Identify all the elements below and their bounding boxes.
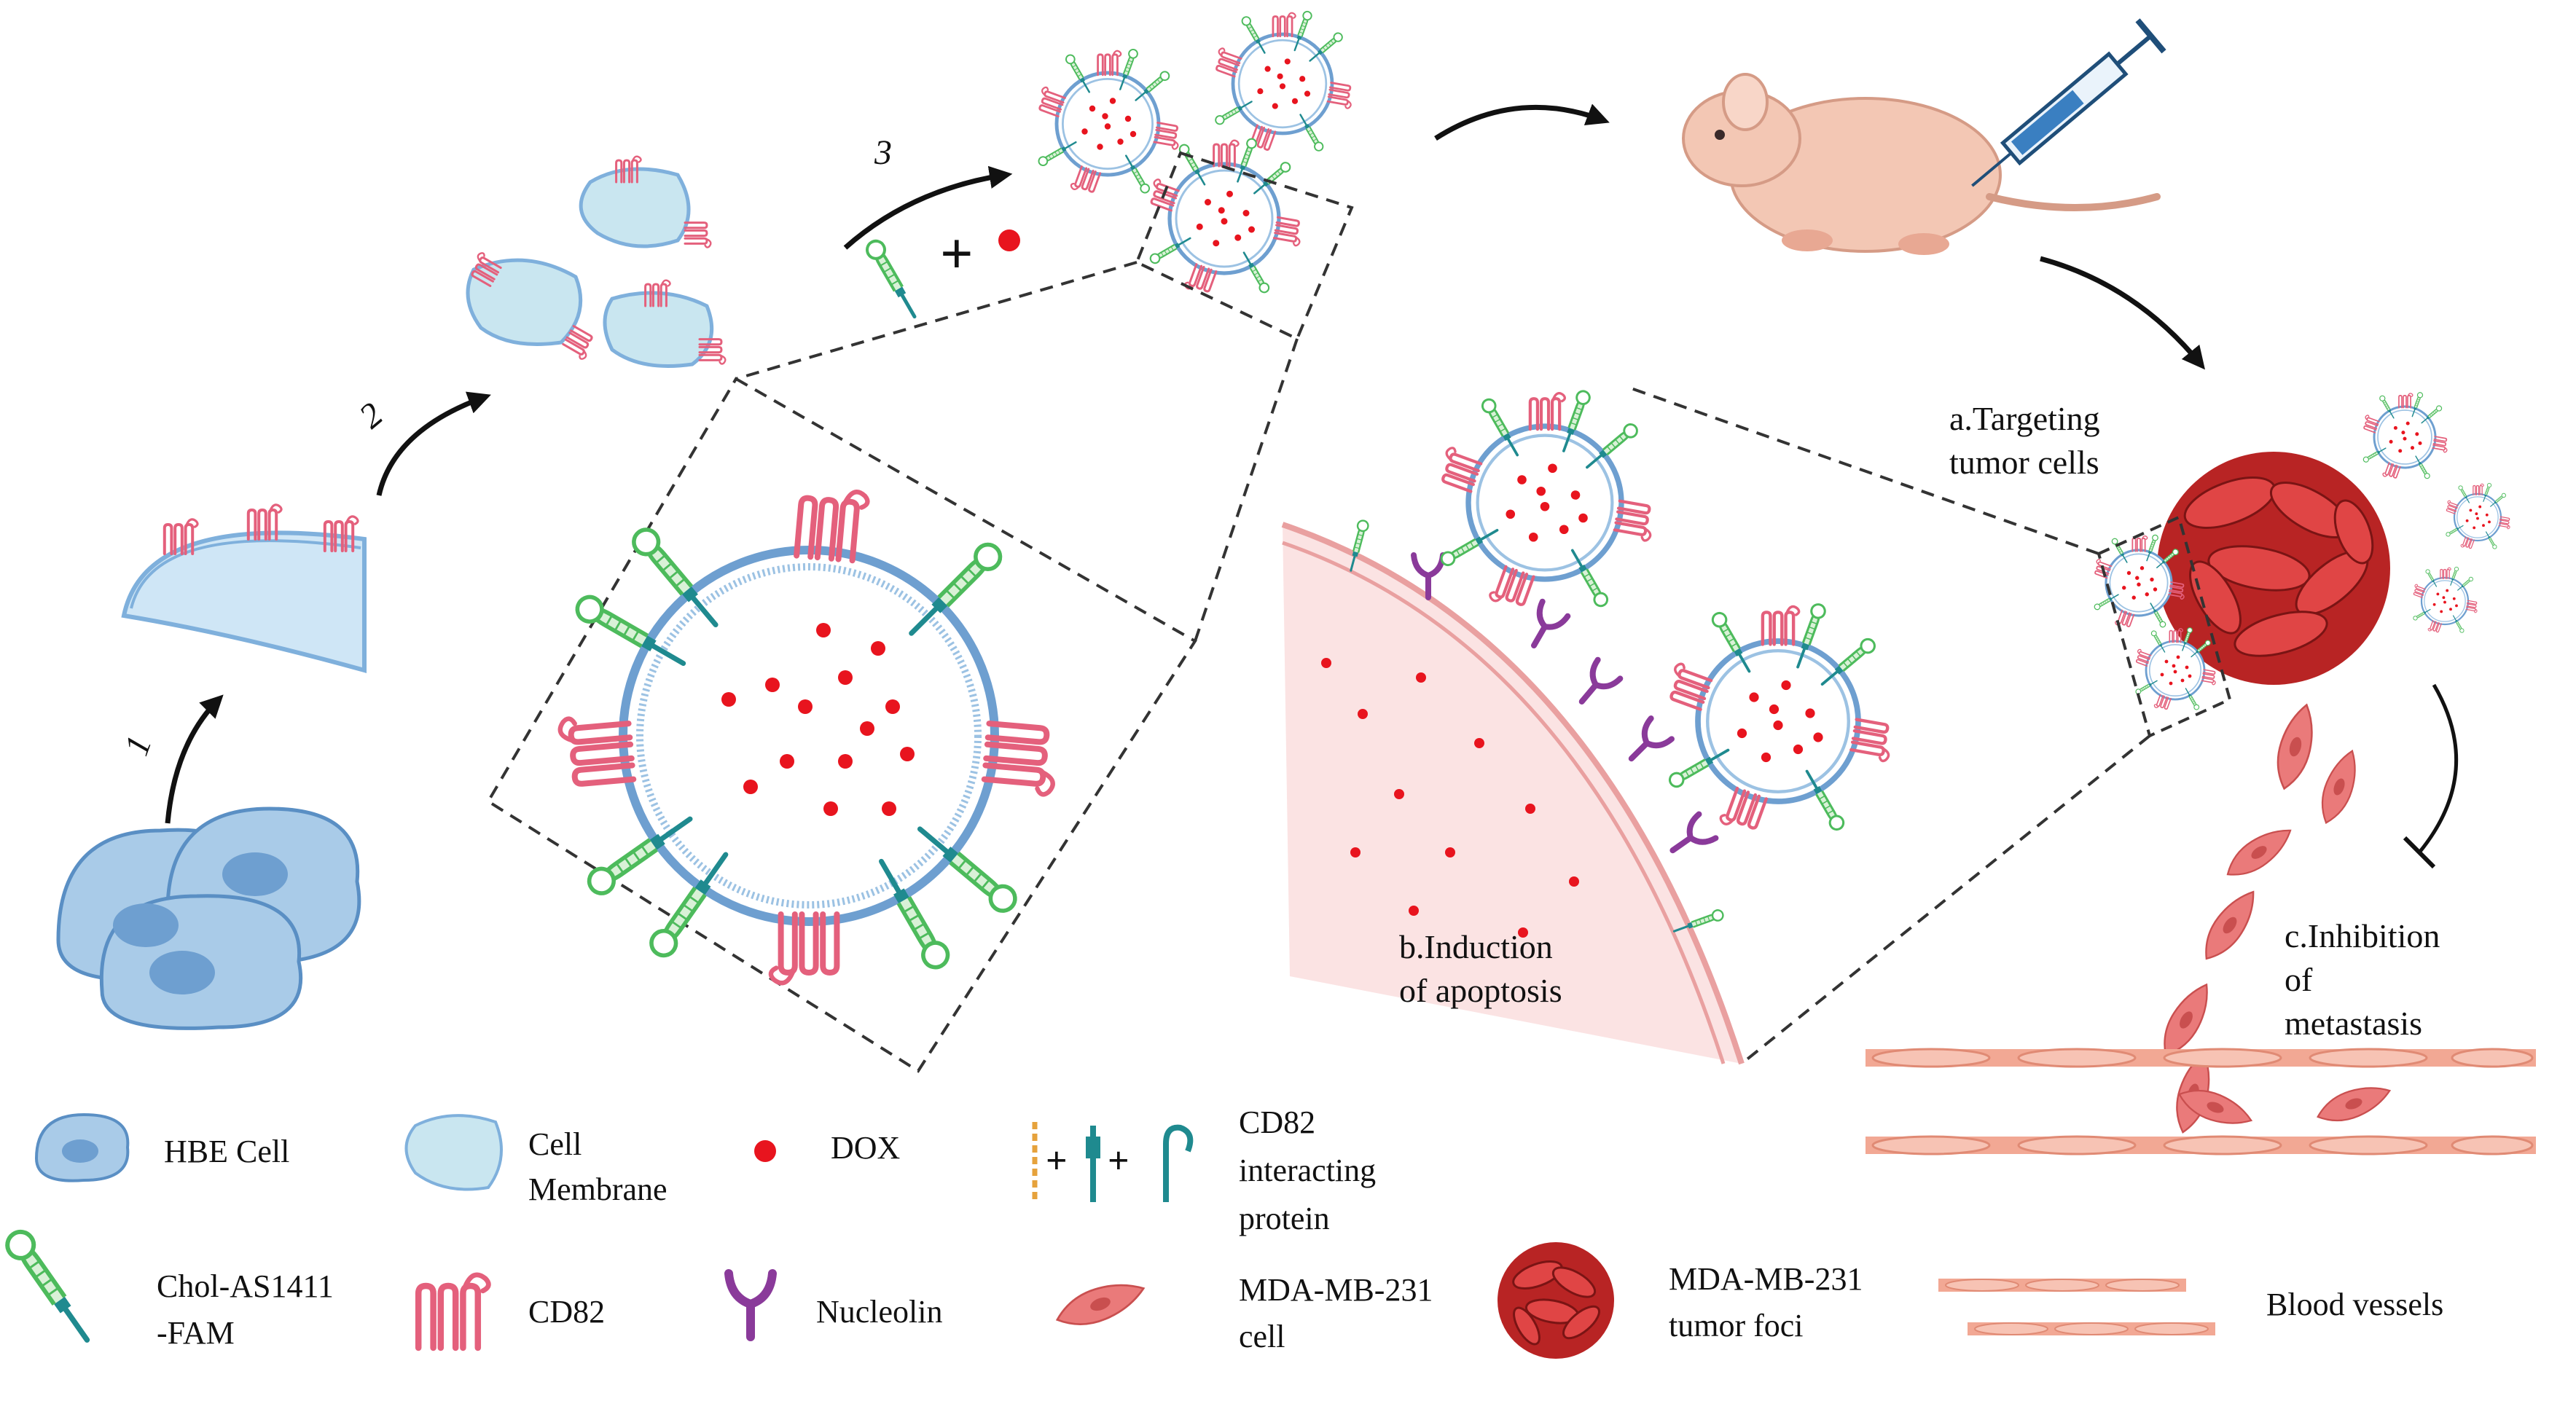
membrane-arc [121,505,367,673]
svg-text:MDA-MB-231 cell: MDA-MB-231 cell [1239,1272,1441,1354]
tumor-foci-large [2157,452,2390,685]
blood-vessel-walls [1866,1048,2536,1155]
legend-cd82: CD82 [418,1275,605,1348]
annotation-metastasis: c.Inhibition of metastasis [2285,917,2448,1042]
legend-chol-as1411-fam: Chol-AS1411 -FAM [2,1227,342,1351]
syringe [1971,18,2166,187]
membrane-fragments [466,155,727,368]
plus-sign: + [940,222,974,286]
legend-hbe-cell: HBE Cell [34,1112,289,1182]
legend-mda-mb-231-cell: MDA-MB-231 cell [1051,1272,1441,1354]
nude-mouse [1682,73,2161,255]
legend-cd82-interacting-protein: + + CD82 interacting protein [1032,1104,1384,1236]
svg-text:CD82: CD82 [528,1294,605,1330]
zoom-lines-tumor [1624,385,2151,1065]
step-3-label: 3 [874,133,892,172]
svg-text:Chol-AS1411 -FAM: Chol-AS1411 -FAM [157,1268,342,1351]
legend-cell-membrane: Cell Membrane [404,1114,668,1207]
inhibition-arc [2418,683,2459,854]
annotation-targeting: a.Targeting tumor cells [1949,400,2108,481]
svg-text:Cell Membrane: Cell Membrane [528,1126,668,1207]
legend: HBE Cell Cell Membrane DOX + + CD82 inte… [2,1104,2443,1359]
step-1-arrow [165,694,224,824]
zoom-box-small [1135,151,1354,341]
large-vesicle [559,487,1057,984]
zoom-box-tumor [2097,515,2232,738]
step-2-arrow [376,391,491,496]
aptamer-reagent [864,238,923,321]
step-3-arrow [843,165,1013,250]
svg-text:+: + [1046,1140,1068,1182]
svg-text:Blood vessels: Blood vessels [2266,1287,2443,1322]
legend-nucleolin: Nucleolin [729,1274,943,1337]
step-1-label: 1 [117,731,160,761]
legend-tumor-foci: MDA-MB-231 tumor foci [1498,1242,1871,1359]
hbe-cell-cluster [56,807,361,1030]
legend-dox: DOX [754,1130,900,1166]
inhibition-bar [2403,836,2436,869]
tumor-cell-surface [1281,518,1745,1065]
annotation-apoptosis: b.Induction of apoptosis [1399,928,1562,1009]
tumor-arrow [2040,256,2205,370]
svg-text:+: + [1108,1140,1130,1182]
dox-reagent [998,229,1020,251]
mouse-arrow [1434,103,1610,141]
zoom-lines [735,261,1299,642]
svg-text:CD82 interacting: CD82 interacting protein [1239,1104,1384,1236]
top-vesicles [1036,10,1354,296]
legend-hbe-cell-text: HBE Cell [164,1134,289,1169]
svg-text:DOX: DOX [831,1130,900,1166]
step-2-label: 2 [352,395,390,436]
svg-text:MDA-MB-231 tumor foci: MDA-MB-231 tumor foci [1669,1261,1871,1343]
zoom-box-large [486,377,1197,1073]
svg-text:Nucleolin: Nucleolin [816,1294,943,1330]
legend-blood-vessels: Blood vessels [1938,1279,2443,1335]
